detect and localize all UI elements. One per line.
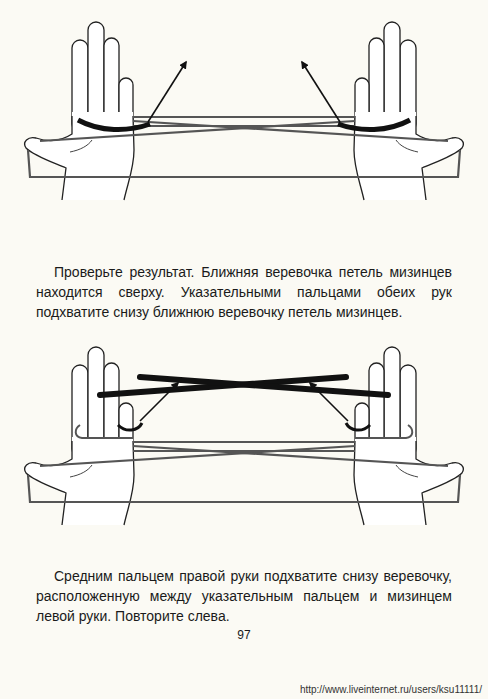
- instruction-paragraph: Проверьте результат. Ближняя веревочка п…: [36, 262, 452, 322]
- page-number: 97: [224, 628, 264, 642]
- instruction-paragraph: Средним пальцем правой руки подхватите с…: [36, 566, 452, 626]
- watermark-url: http://www.liveinternet.ru/users/ksu1111…: [300, 684, 482, 695]
